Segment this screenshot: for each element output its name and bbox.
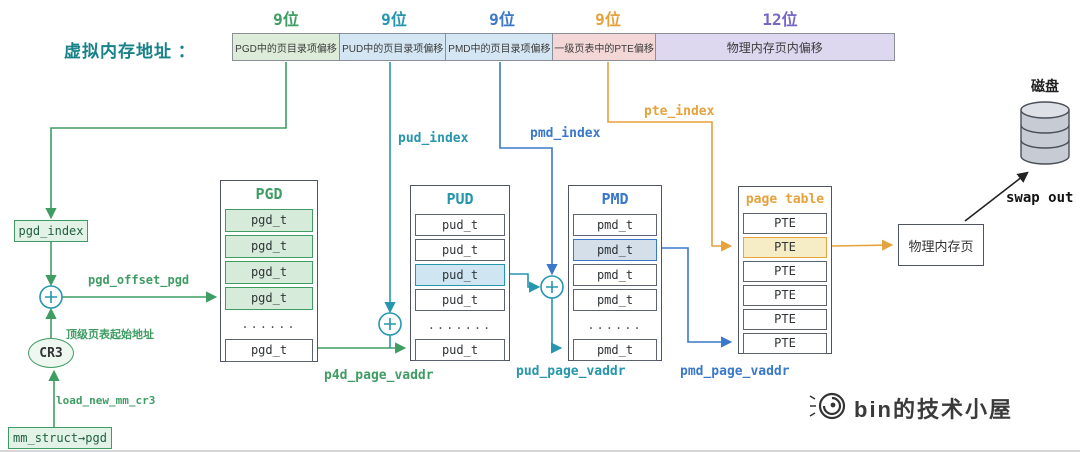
- table-row: ......: [569, 312, 661, 337]
- arrow-pud-entry-to-plus: [510, 273, 541, 293]
- adder-pgd-icon: [39, 285, 63, 309]
- table-cell: pmd_t: [573, 338, 657, 361]
- table-cell: PTE: [743, 236, 827, 258]
- vaddr-segment-pud: PUD中的页目录项偏移: [338, 33, 447, 61]
- vaddr-segment-pgd: PGD中的页目录项偏移: [232, 33, 340, 61]
- pgd-table-title: PGD: [255, 185, 283, 203]
- table-row: pgd_t: [221, 207, 317, 233]
- table-cell: PTE: [743, 212, 827, 234]
- table-row: pgd_t: [221, 259, 317, 285]
- table-cell: PTE: [743, 260, 827, 282]
- table-row: pmd_t: [569, 262, 661, 287]
- table-row: PTE: [739, 211, 831, 235]
- bit-width-label-pmd: 9位: [489, 10, 515, 29]
- watermark-logo-icon: [809, 392, 846, 420]
- vaddr-segment-offset: 物理内存页内偏移: [654, 33, 895, 61]
- table-row: pud_t: [411, 337, 509, 362]
- table-row: PTE: [739, 235, 831, 259]
- vaddr-segment-pte: 一级页表中的PTE偏移: [552, 33, 657, 61]
- table-cell: ......: [241, 317, 297, 331]
- table-row: PTE: [739, 283, 831, 307]
- table-row: pgd_t: [221, 285, 317, 311]
- mm-struct-pgd-box: mm_struct→pgd: [8, 427, 112, 449]
- p4d-page-vaddr-label: p4d_page_vaddr: [324, 368, 434, 383]
- bottom-edge-strip: [0, 450, 1080, 452]
- table-row: pgd_t: [221, 337, 317, 363]
- table-row: PTE: [739, 259, 831, 283]
- table-row: PTE: [739, 331, 831, 355]
- arrow-plus-to-pmd-table: [551, 298, 563, 354]
- table-cell: pmd_t: [573, 288, 657, 311]
- table-cell: pgd_t: [225, 234, 313, 258]
- table-row: pud_t: [411, 262, 509, 287]
- table-cell: pud_t: [415, 213, 505, 236]
- bit-width-label-pte: 9位: [595, 10, 621, 29]
- pmd-index-label: pmd_index: [530, 126, 601, 141]
- table-row: pmd_t: [569, 237, 661, 262]
- table-cell: PTE: [743, 308, 827, 330]
- table-cell: pud_t: [415, 238, 505, 261]
- table-row: pud_t: [411, 237, 509, 262]
- table-row: pgd_t: [221, 233, 317, 259]
- table-cell: pmd_t: [573, 213, 657, 236]
- table-row: pmd_t: [569, 212, 661, 237]
- table-cell: PTE: [743, 284, 827, 306]
- vaddr-segment-pmd: PMD中的页目录项偏移: [445, 33, 554, 61]
- pmd-table-title: PMD: [601, 190, 629, 208]
- table-cell: pgd_t: [225, 208, 313, 232]
- table-cell: pgd_t: [225, 338, 313, 362]
- table-row: pud_t: [411, 287, 509, 312]
- table-cell: pud_t: [415, 288, 505, 311]
- pmd-page-vaddr-label: pmd_page_vaddr: [680, 364, 790, 379]
- table-cell: PTE: [743, 332, 827, 354]
- physical-memory-page-box: 物理内存页: [898, 224, 984, 266]
- adder-pud-icon: [378, 312, 402, 336]
- pgd-offset-label: pgd_offset_pgd: [88, 273, 190, 287]
- cr3-register: CR3: [28, 338, 74, 368]
- page-table-title: page table: [745, 191, 825, 207]
- disk-icon: [1020, 101, 1070, 165]
- pte-index-label: pte_index: [644, 104, 715, 119]
- table-cell: ......: [587, 317, 643, 332]
- virtual-address-segments: PGD中的页目录项偏移 PUD中的页目录项偏移 PMD中的页目录项偏移 一级页表…: [232, 33, 895, 61]
- bit-width-label-pud: 9位: [381, 10, 407, 29]
- table-row: pmd_t: [569, 337, 661, 362]
- bit-width-label-pgd: 9位: [273, 10, 299, 29]
- adder-pmd-icon: [540, 275, 564, 299]
- disk-label: 磁盘: [1031, 78, 1059, 94]
- pgd-index-box: pgd_index: [14, 220, 88, 242]
- watermark-text: bin的技术小屋: [854, 397, 1013, 422]
- table-row: ......: [221, 311, 317, 337]
- table-row: .......: [411, 312, 509, 337]
- arrow-pte-to-physical-page: [831, 239, 894, 251]
- load-cr3-label: load_new_mm_cr3: [56, 394, 156, 407]
- table-cell: pud_t: [415, 338, 505, 361]
- pud-table-title: PUD: [446, 190, 474, 208]
- table-row: pud_t: [411, 212, 509, 237]
- table-row: pmd_t: [569, 287, 661, 312]
- table-row: PTE: [739, 307, 831, 331]
- table-cell: pmd_t: [573, 263, 657, 286]
- table-cell: pmd_t: [573, 238, 657, 261]
- arrow-pmd-entry-to-page-table: [662, 247, 733, 348]
- table-cell: .......: [427, 317, 493, 332]
- pud-page-vaddr-label: pud_page_vaddr: [516, 364, 626, 379]
- table-cell: pgd_t: [225, 286, 313, 310]
- pud-index-label: pud_index: [398, 131, 469, 146]
- bit-width-label-offset: 12位: [762, 10, 798, 29]
- virtual-address-title: 虚拟内存地址 ：: [64, 42, 196, 61]
- table-cell: pgd_t: [225, 260, 313, 284]
- top-table-addr-label: 顶级页表起始地址: [66, 329, 154, 341]
- table-cell: pud_t: [415, 263, 505, 286]
- swap-out-label: swap out: [1006, 190, 1074, 206]
